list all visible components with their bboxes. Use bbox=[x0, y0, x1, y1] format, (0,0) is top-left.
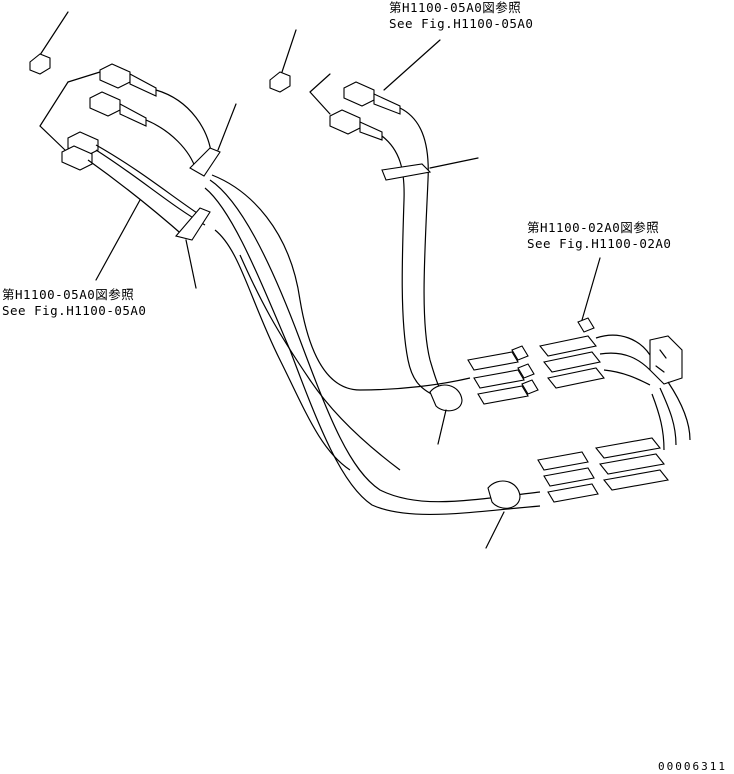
note-en: See Fig.H1100-05A0 bbox=[2, 303, 147, 318]
fitting-6 bbox=[329, 109, 383, 141]
note-en: See Fig.H1100-02A0 bbox=[527, 236, 672, 251]
right-fitting-group bbox=[429, 257, 691, 549]
note-right: 第H1100-02A0図参照 See Fig.H1100-02A0 bbox=[527, 220, 671, 252]
fitting-2 bbox=[89, 91, 147, 127]
note-upper-middle: 第H1100-05A0図参照 See Fig.H1100-05A0 bbox=[389, 0, 533, 32]
clamp-5 bbox=[487, 480, 521, 509]
main-hose-bundle bbox=[204, 174, 541, 516]
fitting-row-upper-right bbox=[539, 317, 605, 389]
note-jp: 第H1100-02A0図参照 bbox=[527, 220, 660, 235]
note-jp: 第H1100-05A0図参照 bbox=[389, 0, 522, 15]
fitting-1 bbox=[99, 63, 157, 97]
upper-middle-hose-group bbox=[269, 29, 479, 401]
clamp-2 bbox=[175, 207, 211, 241]
bracket-icon bbox=[649, 335, 683, 385]
fitting-4 bbox=[61, 145, 93, 171]
note-en: See Fig.H1100-05A0 bbox=[389, 16, 534, 31]
fitting-5 bbox=[343, 81, 401, 115]
fitting-row-middle bbox=[467, 345, 539, 405]
clamp-4 bbox=[429, 384, 463, 412]
left-note-leader bbox=[95, 199, 141, 281]
clamp-1 bbox=[189, 147, 221, 177]
cap-icon bbox=[29, 53, 51, 75]
fitting-row-lower bbox=[537, 437, 670, 503]
note-left: 第H1100-05A0図参照 See Fig.H1100-05A0 bbox=[2, 287, 146, 319]
cap-icon-2 bbox=[269, 71, 291, 93]
clamp-3 bbox=[381, 163, 432, 181]
note-jp: 第H1100-05A0図参照 bbox=[2, 287, 135, 302]
drawing-number: 00006311 bbox=[658, 760, 727, 773]
upper-left-hose-group bbox=[29, 11, 237, 289]
